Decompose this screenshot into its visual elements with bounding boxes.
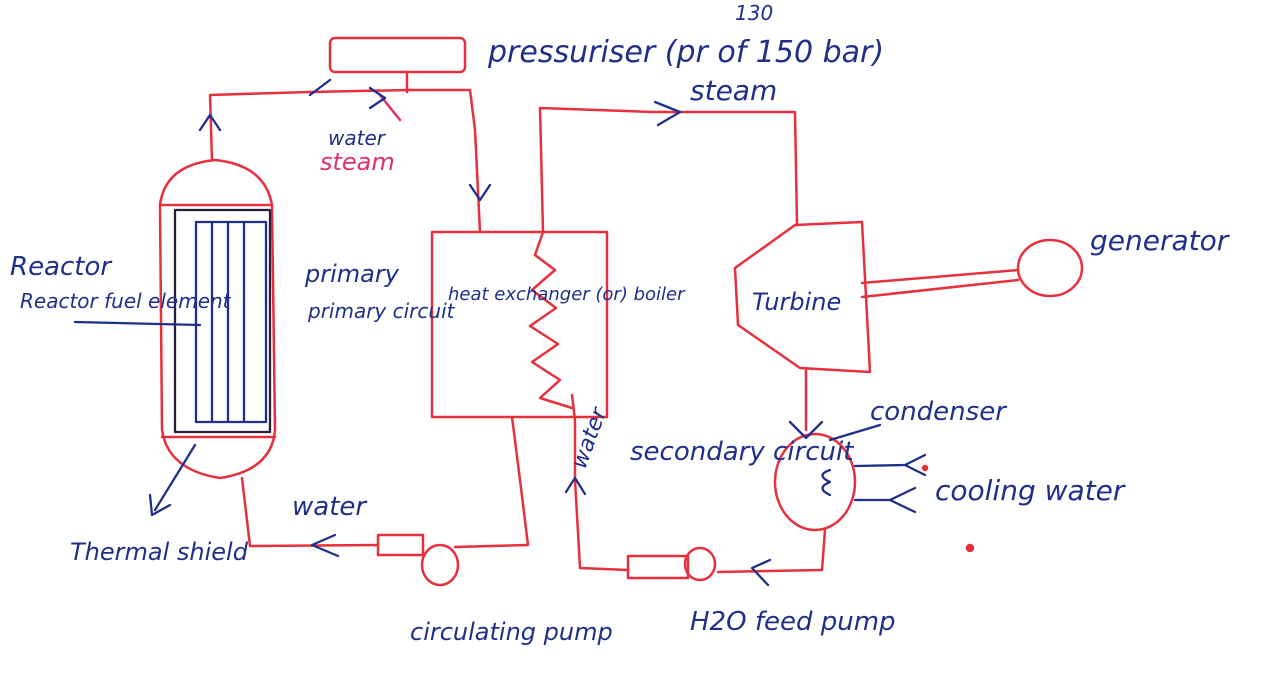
primary-circuit-label: primary circuit [307, 299, 456, 323]
condenser-coil [821, 468, 832, 497]
reactor-core-outline [173, 208, 272, 434]
thermal-shield-label: Thermal shield [70, 538, 249, 566]
turbine-shaft-bottom [860, 278, 1020, 299]
pressuriser-tank [328, 36, 467, 74]
red-dot [965, 543, 975, 553]
reactor-label-pointer [73, 320, 202, 327]
arrow-up-feed-water [564, 476, 587, 496]
pressuriser-label: pressuriser (pr of 150 bar) [487, 35, 884, 70]
arrow-left-feed [750, 558, 772, 587]
arrow-up-reactor-outlet [198, 113, 222, 132]
primary-circuit-label-1: primary [304, 260, 400, 288]
thermal-shield-pointer [153, 443, 197, 512]
primary-return-to-reactor [240, 476, 380, 548]
reactor-label: Reactor fuel element [20, 289, 232, 313]
circulating-pump-body [420, 543, 460, 587]
water-left-label: water [292, 492, 368, 522]
thermal-shield-arrowhead [148, 493, 172, 517]
pressuriser-underline [308, 78, 332, 97]
heat-exchanger-box [430, 230, 609, 419]
condensate-line [716, 528, 827, 574]
turbine-label: Turbine [752, 288, 841, 316]
arrow-left-cooling-in [903, 453, 927, 477]
water-steam-steam-label: steam [320, 148, 395, 176]
fuel-assembly [194, 220, 268, 424]
heat-exchanger-coil [528, 230, 574, 410]
heat-exchanger-label: heat exchanger (or) boiler [448, 284, 686, 305]
arrow-left-water [310, 533, 340, 558]
red-dot [921, 464, 929, 472]
condenser-label-pointer [828, 423, 882, 442]
circulating-pump-label: circulating pump [410, 618, 613, 646]
pressure-correction-label: 130 [735, 1, 773, 25]
turbine-shaft-top [860, 268, 1020, 285]
secondary-steam-line [538, 106, 799, 234]
primary-cold-leg [453, 415, 530, 549]
arrow-right-steam [653, 100, 682, 127]
arrow-right-top [368, 86, 387, 110]
arrow-down-turbine-exhaust [788, 420, 824, 440]
generator-body [1016, 238, 1084, 298]
steam-top-label: steam [690, 74, 777, 107]
reactor-label-line1: Reactor [10, 252, 113, 282]
cooling-in-line [853, 463, 907, 468]
feed-pump-inlet [626, 554, 690, 580]
condenser-label: condenser [870, 397, 1008, 427]
generator-label: generator [1090, 224, 1230, 257]
reactor-vessel [158, 158, 277, 480]
primary-hot-leg [208, 88, 482, 234]
condenser-body [773, 432, 857, 532]
secondary-circuit-label: secondary circuit [630, 437, 854, 467]
turbine-body [733, 220, 872, 374]
feed-pump-label: H2O feed pump [690, 607, 896, 637]
feed-pump-body [683, 546, 717, 582]
arrow-down-he-inlet [468, 183, 492, 202]
arrow-left-cooling-out [888, 486, 917, 514]
water-steam-water-label: water [328, 126, 387, 150]
cooling-water-label: cooling water [935, 474, 1126, 507]
circulating-pump-inlet [376, 533, 425, 557]
